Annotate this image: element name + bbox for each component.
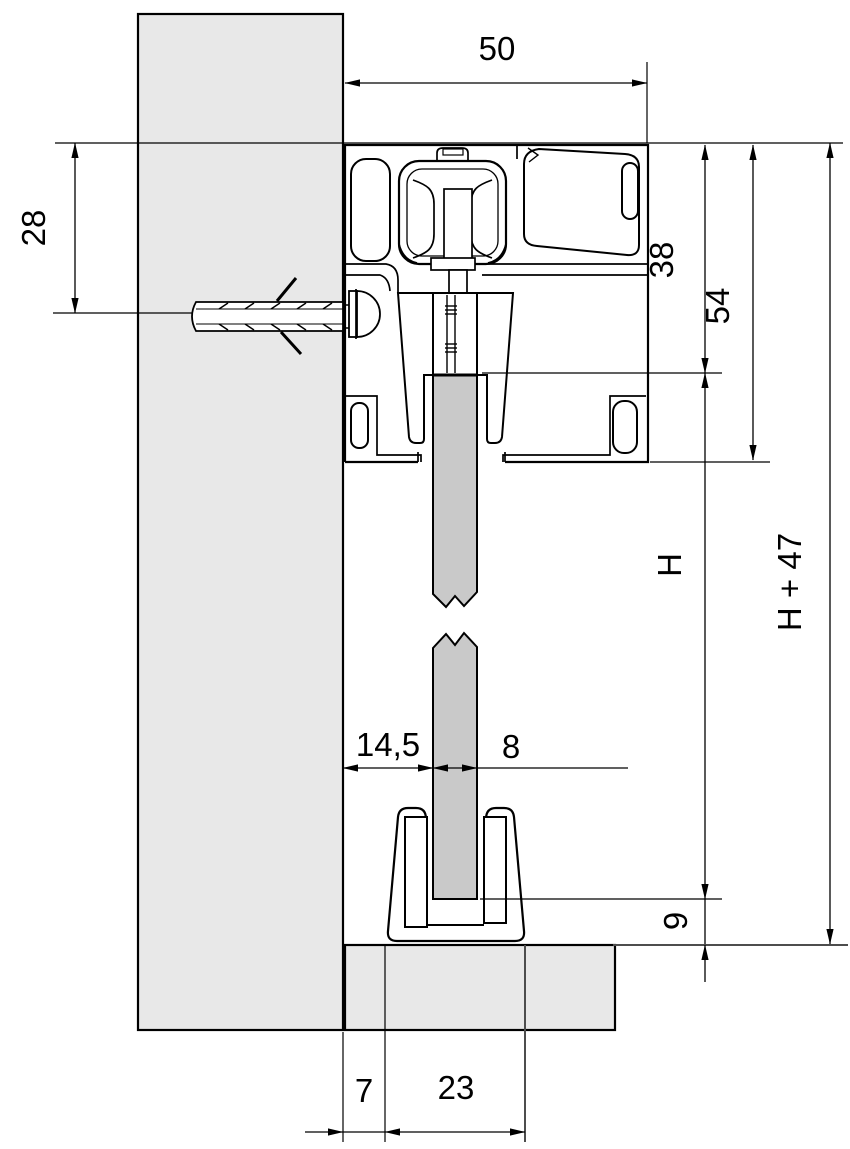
- profile-slot-upper-right: [621, 162, 639, 220]
- clamp-jaw-right: [476, 292, 515, 444]
- profile-hook: [527, 147, 540, 163]
- dim-label-bottom-clearance: 9: [657, 912, 694, 930]
- dim-label-fixing-offset: 28: [15, 210, 52, 247]
- guide-insert-right: [483, 816, 507, 924]
- dim-label-top-to-glass: 38: [643, 242, 680, 279]
- dim-label-profile-height: 54: [699, 288, 736, 325]
- roller-wheel-left: [412, 179, 435, 259]
- carriage-bottom-cap: [430, 257, 476, 271]
- dimension-H47: H + 47: [771, 142, 834, 945]
- profile-slot-upper-left: [350, 158, 391, 262]
- guide-insert-left: [404, 816, 428, 928]
- wall-hatch-area: [136, 12, 345, 1032]
- screw-head-dome: [356, 290, 381, 338]
- clamp-jaw-left: [396, 292, 434, 444]
- floor-hatch-area: [343, 943, 617, 1032]
- wall-section: [136, 12, 345, 1032]
- anchor-wing-bottom: [279, 330, 303, 356]
- dim-label-glass-thickness: 8: [502, 728, 520, 765]
- glass-panel: [432, 373, 478, 900]
- dimension-7: 7: [305, 1072, 385, 1136]
- clamp-threaded-rod: [445, 295, 457, 373]
- profile-chamber-right: [523, 147, 640, 257]
- profile-slot-lower-right: [612, 400, 638, 454]
- extension-lines: [53, 62, 848, 1142]
- roller-carriage: [397, 147, 508, 295]
- dimension-H: H: [651, 372, 709, 900]
- dimension-50: 50: [344, 30, 648, 87]
- glass-clamp: [396, 292, 515, 444]
- roller-axle-block: [443, 188, 473, 264]
- carriage-top-cap: [436, 147, 469, 161]
- glass-panel-lower: [432, 631, 478, 900]
- floor-section: [343, 943, 617, 1032]
- dimension-28: 28: [15, 142, 79, 314]
- profile-slot-lower-left: [350, 402, 369, 449]
- dim-label-glass-height: H: [651, 553, 688, 577]
- dim-label-track-width: 50: [479, 30, 516, 67]
- top-track-profile: [343, 143, 650, 464]
- anchor-screw: [343, 290, 381, 338]
- anchor-fins: [218, 302, 333, 331]
- hanger-bolt: [448, 269, 468, 295]
- dim-label-guide-width: 23: [438, 1069, 475, 1106]
- dim-label-wall-to-glass: 14,5: [356, 726, 420, 763]
- wall-anchor: [191, 277, 344, 356]
- glass-panel-upper: [432, 374, 478, 609]
- dimension-54: 54: [699, 144, 757, 461]
- dimension-23: 23: [384, 1069, 526, 1136]
- extension-lines-2: [480, 372, 722, 900]
- dim-label-wall-to-guide: 7: [355, 1072, 373, 1109]
- dimension-9: 9: [657, 899, 709, 982]
- dimension-38: 38: [643, 144, 709, 374]
- dimension-14-5: 14,5: [342, 726, 434, 772]
- dimension-8: 8: [432, 728, 628, 772]
- dim-label-total-height: H + 47: [771, 533, 808, 631]
- anchor-wing-top: [275, 277, 298, 302]
